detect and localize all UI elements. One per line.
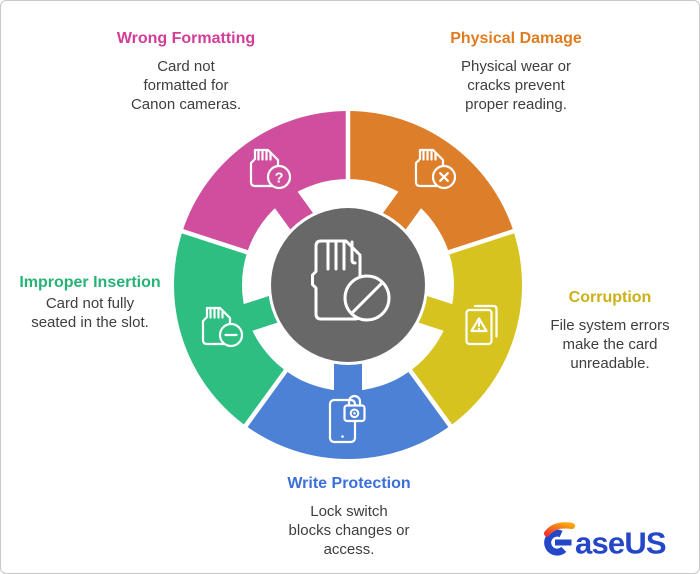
label-title: Wrong Formatting [116,30,256,47]
phone-lock-icon [328,394,366,444]
segment-divider [240,364,292,432]
sd-card-minus-icon [201,306,244,348]
label-description: Card not formatted for Canon cameras. [130,58,242,113]
label-title: Corruption [568,289,652,306]
svg-text:?: ? [275,170,284,186]
segment-divider [404,364,456,432]
label-description: Card not fully seated in the slot. [31,295,149,331]
segment-divider [176,227,254,257]
file-warning-icon [465,304,498,346]
segment-wrong-formatting [182,111,348,253]
label-improper-insertion: Improper Insertion Card not fully seated… [11,273,169,332]
sd-card-question-icon: ? [249,148,292,190]
easeus-logo-text: aseUS [575,526,666,561]
segment-dividers [176,105,520,432]
label-description: Physical wear or cracks prevent proper r… [460,58,572,113]
easeus-logo-mark [543,522,576,556]
segment-physical-damage [348,111,514,253]
label-write-protection: Write Protection Lock switch blocks chan… [249,474,449,559]
label-description: File system errors make the card unreada… [550,317,670,372]
label-description: Lock switch blocks changes or access. [288,503,410,558]
sd-card-blocked-icon [311,239,391,322]
segment-divider [442,227,520,257]
label-title: Improper Insertion [19,274,161,291]
label-physical-damage: Physical Damage Physical wear or cracks … [391,29,641,114]
label-title: Write Protection [287,475,411,492]
label-corruption: Corruption File system errors make the c… [511,288,699,373]
label-wrong-formatting: Wrong Formatting Card not formatted for … [61,29,311,114]
sd-card-cross-icon [414,148,457,190]
easeus-logo: aseUS [543,522,667,561]
label-title: Physical Damage [450,30,582,47]
